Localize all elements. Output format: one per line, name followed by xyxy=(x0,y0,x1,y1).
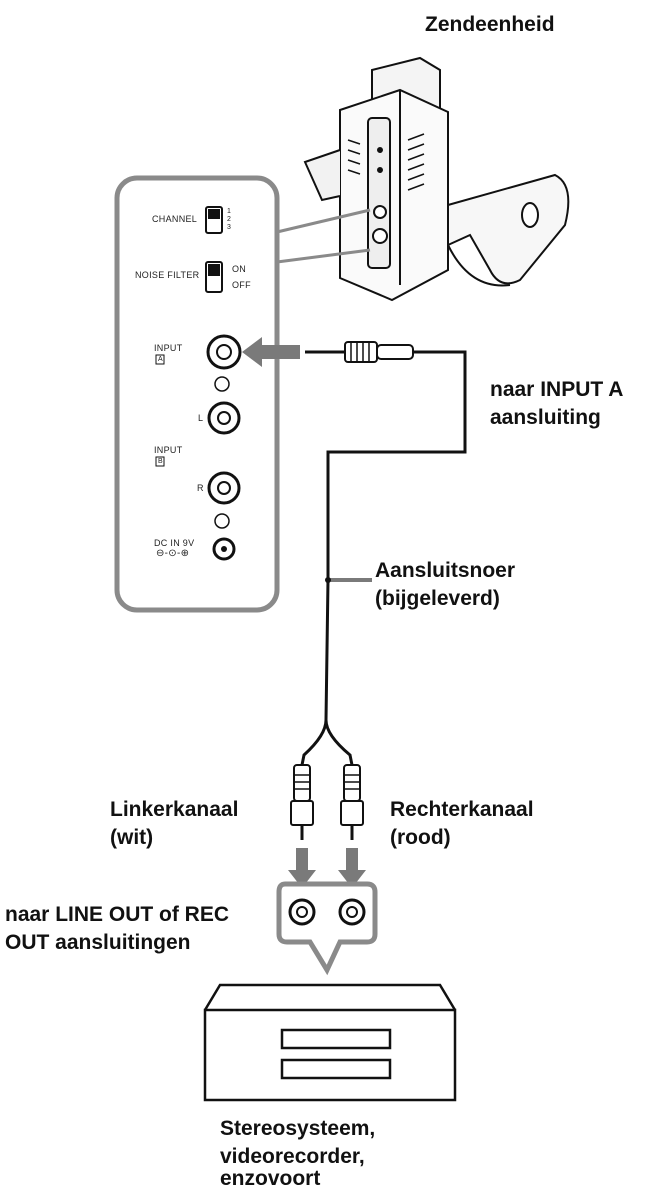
panel-channel-pos-3: 3 xyxy=(227,224,232,231)
transmitter-label: Zendeenheid xyxy=(425,13,555,36)
stereo-label-line3: enzovoort xyxy=(220,1167,321,1190)
line-out-label-line1: naar LINE OUT of REC xyxy=(5,903,230,926)
arrow-down-right xyxy=(338,848,366,888)
line-out-label-line2: OUT aansluitingen xyxy=(5,931,191,954)
panel-left-label: L xyxy=(198,413,204,423)
rca-plug-right xyxy=(340,764,364,840)
callout-lines xyxy=(276,208,371,264)
arrow-to-input-a xyxy=(242,337,300,367)
cord-label-line1: Aansluitsnoer xyxy=(375,559,516,582)
panel-right-label: R xyxy=(197,483,204,493)
panel-channel-label: CHANNEL xyxy=(152,214,198,224)
input-a-label-line1: naar INPUT A xyxy=(490,378,624,401)
cord xyxy=(300,350,467,766)
stereo-label-line2: videorecorder, xyxy=(220,1145,365,1168)
arrow-down-left xyxy=(288,848,316,888)
stereo-label-line1: Stereosysteem, xyxy=(220,1117,376,1140)
left-channel-label-line1: Linkerkanaal xyxy=(110,798,239,821)
panel-dc-polarity-icon: ⊖-⊙-⊕ xyxy=(156,548,190,559)
right-channel-label-line2: (rood) xyxy=(390,826,451,849)
mini-plug xyxy=(305,341,414,363)
left-channel-label-line2: (wit) xyxy=(110,826,154,849)
panel-detail xyxy=(114,175,280,613)
panel-noise-off: OFF xyxy=(232,280,251,290)
panel-channel-pos-1: 1 xyxy=(227,208,232,215)
line-out-callout xyxy=(276,881,378,976)
transmitter-unit xyxy=(303,56,570,302)
panel-noise-on: ON xyxy=(232,264,247,274)
panel-dc-in-label: DC IN 9V xyxy=(154,538,195,548)
panel-input-b-letter: B xyxy=(158,458,163,465)
cord-label-line2: (bijgeleverd) xyxy=(375,587,500,610)
panel-channel-pos-2: 2 xyxy=(227,216,232,223)
stereo-device xyxy=(203,983,457,1102)
panel-input-b-label: INPUT xyxy=(154,445,183,455)
panel-input-a-letter: A xyxy=(158,356,163,363)
panel-noise-filter-label: NOISE FILTER xyxy=(135,270,200,280)
rca-plug-left xyxy=(290,764,314,840)
input-a-label-line2: aansluiting xyxy=(490,406,601,429)
right-channel-label-line1: Rechterkanaal xyxy=(390,798,534,821)
panel-input-a-label: INPUT xyxy=(154,343,183,353)
